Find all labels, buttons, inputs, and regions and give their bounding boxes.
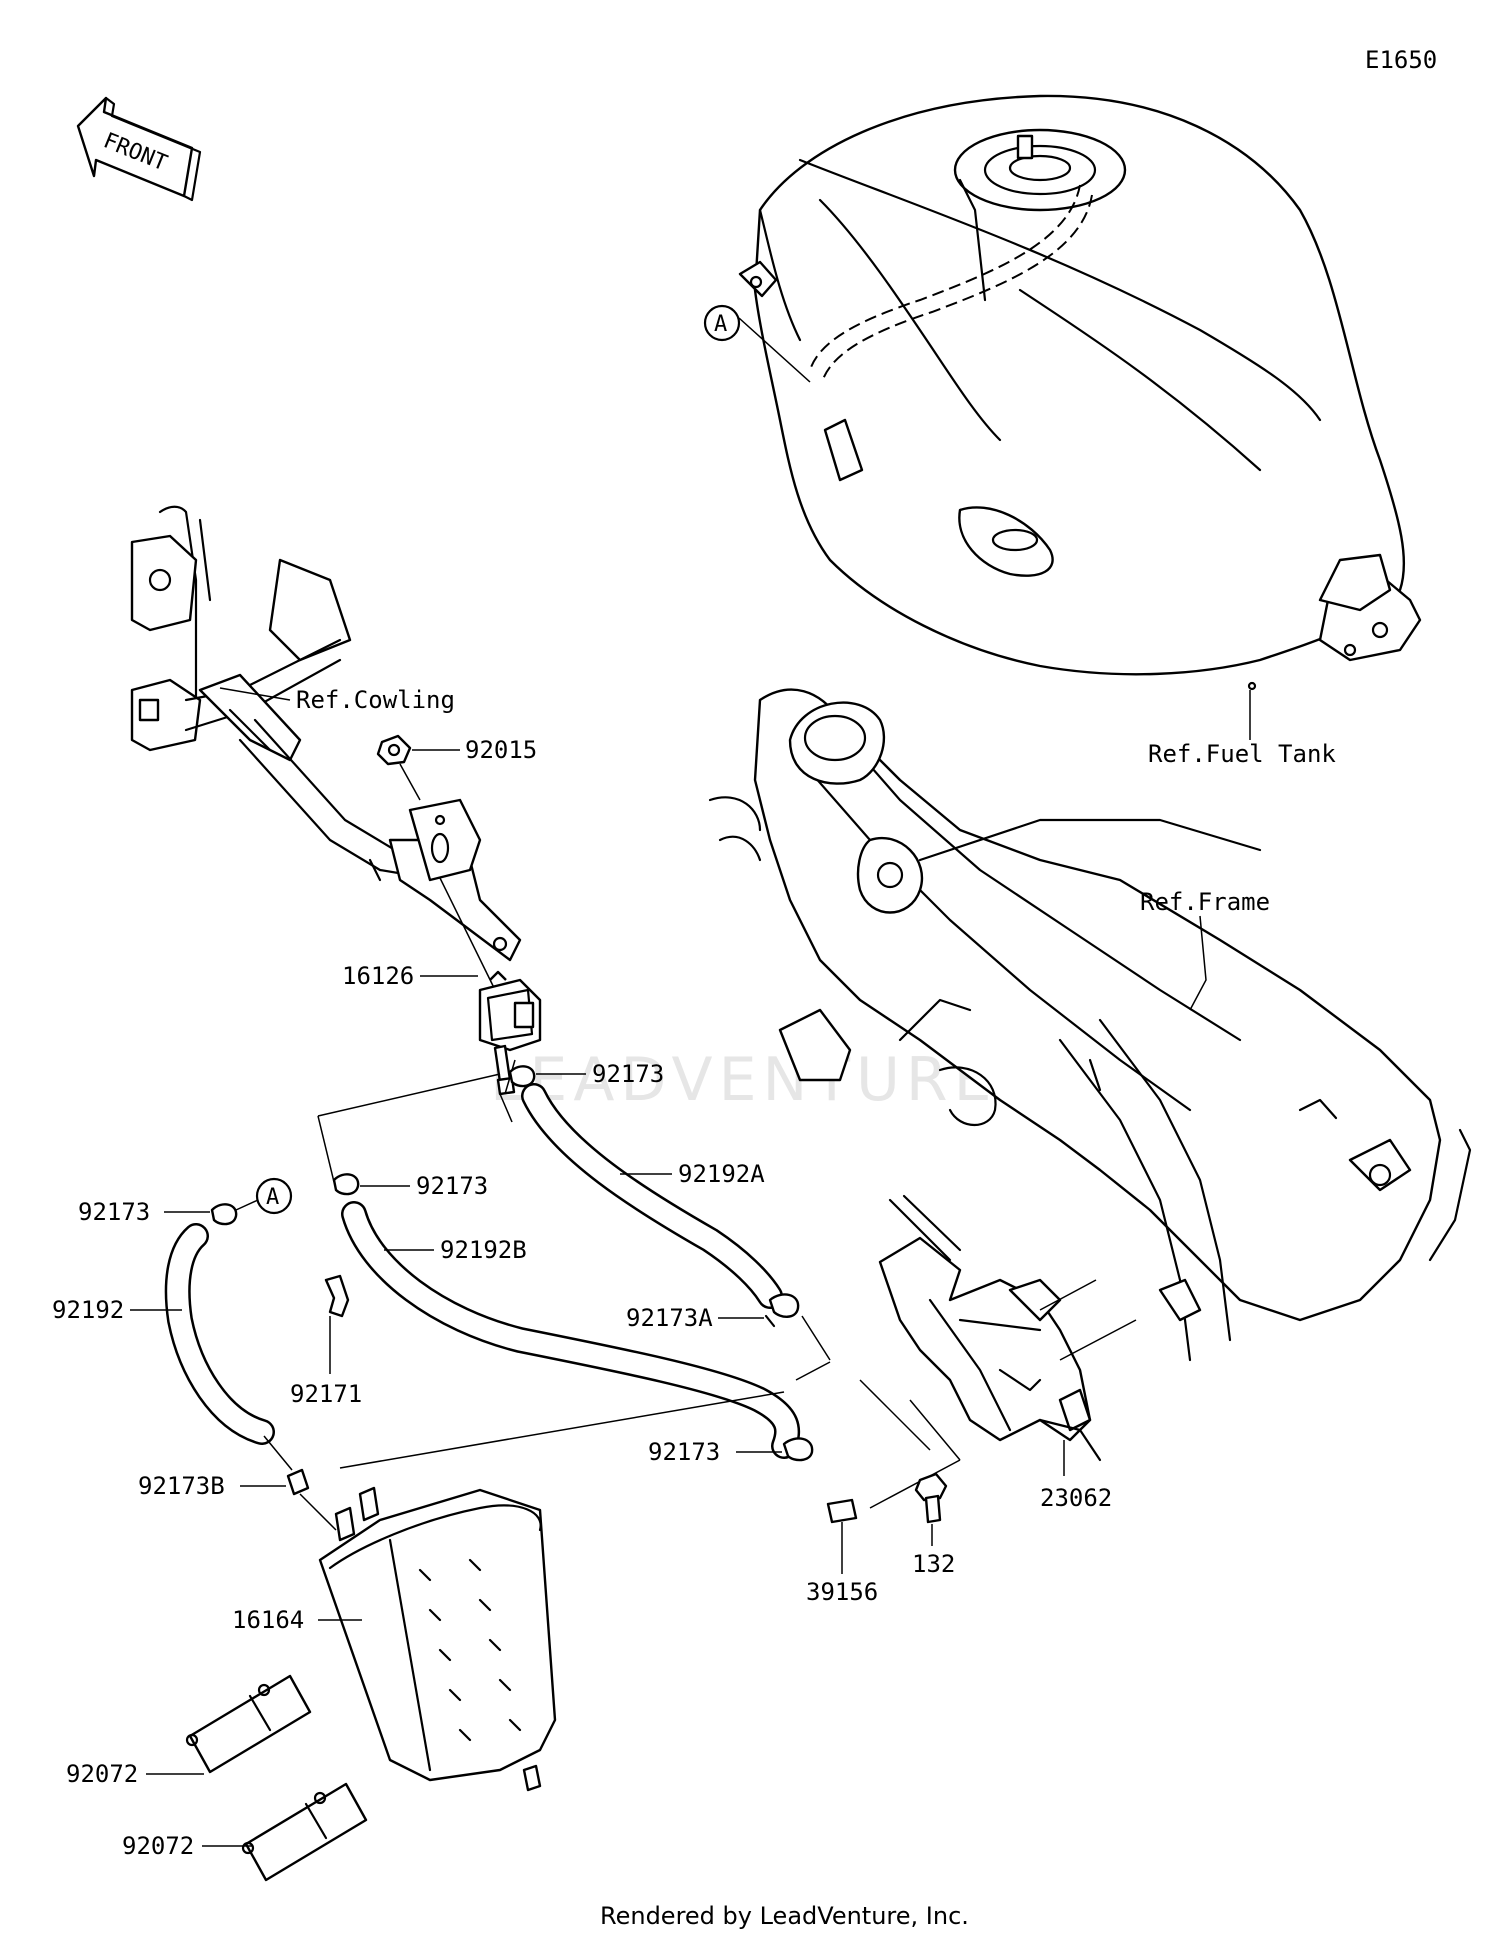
hose-92192A (521, 1083, 783, 1309)
callout-a-tank: A (703, 304, 811, 383)
band-92072-a (185, 1674, 312, 1774)
clip-92173B (286, 1468, 310, 1496)
ref-cowling-label: Ref.Cowling (296, 686, 455, 714)
label-92192: 92192 (52, 1296, 124, 1324)
label-92173-top: 92173 (592, 1060, 664, 1088)
label-16126: 16126 (342, 962, 414, 990)
clip-92173-low (782, 1437, 814, 1462)
frame-drawing (708, 688, 1472, 1362)
diagram-id: E1650 (1365, 46, 1437, 74)
clip-92171 (324, 1274, 350, 1318)
label-92015: 92015 (465, 736, 537, 764)
valve-16126 (478, 970, 542, 1096)
watermark: LEADVENTURE (490, 1045, 998, 1115)
label-92072-b: 92072 (122, 1832, 194, 1860)
bracket-23062 (878, 1194, 1102, 1462)
label-92192A: 92192A (678, 1160, 765, 1188)
label-92173B: 92173B (138, 1472, 225, 1500)
hose-92192 (164, 1223, 275, 1445)
clip-92173-mid (332, 1173, 360, 1196)
pad-39156 (826, 1498, 858, 1524)
callout-a-hose-letter: A (266, 1185, 279, 1210)
callout-a-hose: A (255, 1177, 293, 1215)
hose-92192B (341, 1201, 801, 1459)
front-arrow-icon: FRONT (76, 96, 202, 202)
clip-92173-top (508, 1065, 536, 1088)
ref-frame-label: Ref.Frame (1140, 888, 1270, 916)
label-132: 132 (912, 1550, 955, 1578)
band-92072-b (241, 1782, 368, 1882)
nut-92015 (376, 734, 412, 766)
label-92173-mid: 92173 (416, 1172, 488, 1200)
label-92173A: 92173A (626, 1304, 713, 1332)
label-92171: 92171 (290, 1380, 362, 1408)
label-16164: 16164 (232, 1606, 304, 1634)
bolt-132 (914, 1472, 948, 1524)
label-92192B: 92192B (440, 1236, 527, 1264)
ref-fuel-tank-label: Ref.Fuel Tank (1148, 740, 1336, 768)
label-39156: 39156 (806, 1578, 878, 1606)
clip-92173-left (210, 1203, 238, 1226)
canister-16164 (318, 1486, 557, 1792)
label-92173-low: 92173 (648, 1438, 720, 1466)
label-23062: 23062 (1040, 1484, 1112, 1512)
cowling-bracket-drawing (130, 505, 522, 962)
label-92173-left: 92173 (78, 1198, 150, 1226)
label-92072-a: 92072 (66, 1760, 138, 1788)
clip-92173A (764, 1293, 800, 1328)
footer-credit: Rendered by LeadVenture, Inc. (600, 1902, 969, 1930)
callout-a-tank-letter: A (714, 312, 727, 337)
fuel-tank-drawing (738, 94, 1422, 691)
